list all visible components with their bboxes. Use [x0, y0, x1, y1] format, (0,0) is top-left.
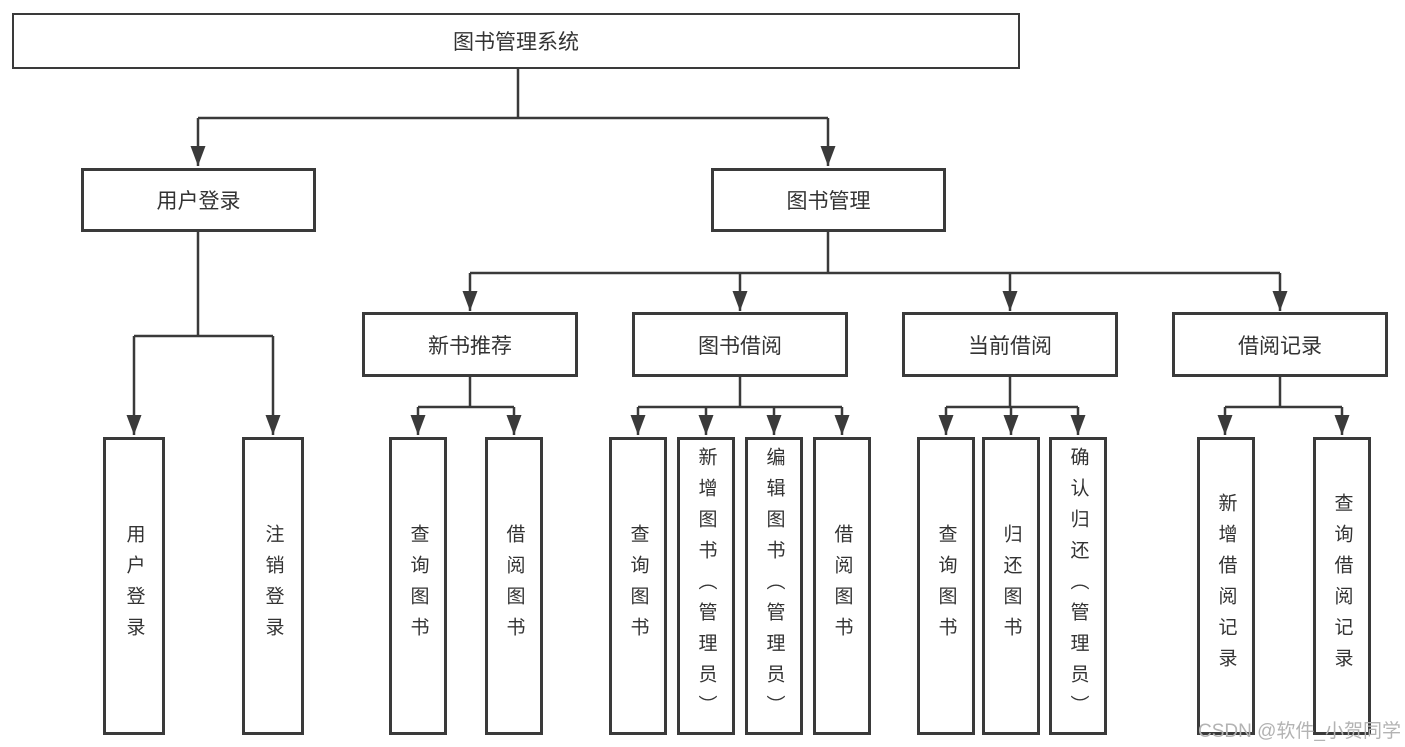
- node-label: 借阅记录: [1238, 334, 1322, 358]
- leaf-label: 借阅图书: [831, 524, 853, 648]
- node-book-borrowing: 图书借阅: [632, 312, 848, 377]
- csdn-watermark: CSDN @软件_小贺同学: [1198, 721, 1401, 742]
- leaf-label: 新增借阅记录: [1215, 493, 1237, 679]
- node-book-management: 图书管理: [711, 168, 946, 232]
- leaf-label: 查询图书: [935, 524, 957, 648]
- connector-user-login-children: [126, 232, 281, 435]
- leaf-add-borrow-record: 新增借阅记录: [1197, 437, 1255, 735]
- node-borrowing-records: 借阅记录: [1172, 312, 1388, 377]
- leaf-label: 查询图书: [407, 524, 429, 648]
- leaf-query-books: 查询图书: [389, 437, 447, 735]
- leaf-query-books: 查询图书: [609, 437, 667, 735]
- leaf-label: 确认归还（管理员）: [1067, 446, 1089, 726]
- leaf-label: 用户登录: [123, 524, 145, 648]
- node-library-management-system: 图书管理系统: [12, 13, 1020, 69]
- connector-root-to-level1: [190, 69, 836, 166]
- node-label: 新书推荐: [428, 334, 512, 358]
- node-label: 图书管理: [786, 190, 871, 213]
- leaf-confirm-return-admin: 确认归还（管理员）: [1049, 437, 1107, 735]
- node-new-book-recommendation: 新书推荐: [362, 312, 578, 377]
- leaf-user-login: 用户登录: [103, 437, 165, 735]
- leaf-label: 注销登录: [262, 524, 284, 648]
- leaf-query-borrow-record: 查询借阅记录: [1313, 437, 1371, 735]
- leaf-borrow-books: 借阅图书: [485, 437, 543, 735]
- leaf-label: 归还图书: [1000, 524, 1022, 648]
- node-user-login: 用户登录: [81, 168, 316, 232]
- leaf-label: 查询图书: [627, 524, 649, 648]
- connector-book-borrowing-children: [630, 377, 850, 435]
- leaf-add-books-admin: 新增图书（管理员）: [677, 437, 735, 735]
- leaf-label: 编辑图书（管理员）: [763, 446, 785, 726]
- node-current-borrowing: 当前借阅: [902, 312, 1118, 377]
- connector-book-management-children: [462, 232, 1288, 311]
- leaf-return-books: 归还图书: [982, 437, 1040, 735]
- leaf-borrow-books: 借阅图书: [813, 437, 871, 735]
- leaf-edit-books-admin: 编辑图书（管理员）: [745, 437, 803, 735]
- node-label: 图书管理系统: [453, 31, 579, 54]
- connector-borrowing-records-children: [1217, 377, 1350, 435]
- connector-new-book-recommendation-children: [410, 377, 522, 435]
- leaf-label: 新增图书（管理员）: [695, 446, 717, 726]
- connector-current-borrowing-children: [938, 377, 1086, 435]
- leaf-query-books: 查询图书: [917, 437, 975, 735]
- leaf-label: 查询借阅记录: [1331, 493, 1353, 679]
- node-label: 图书借阅: [698, 334, 782, 358]
- leaf-logout: 注销登录: [242, 437, 304, 735]
- node-label: 用户登录: [156, 190, 241, 213]
- node-label: 当前借阅: [968, 334, 1052, 358]
- leaf-label: 借阅图书: [503, 524, 525, 648]
